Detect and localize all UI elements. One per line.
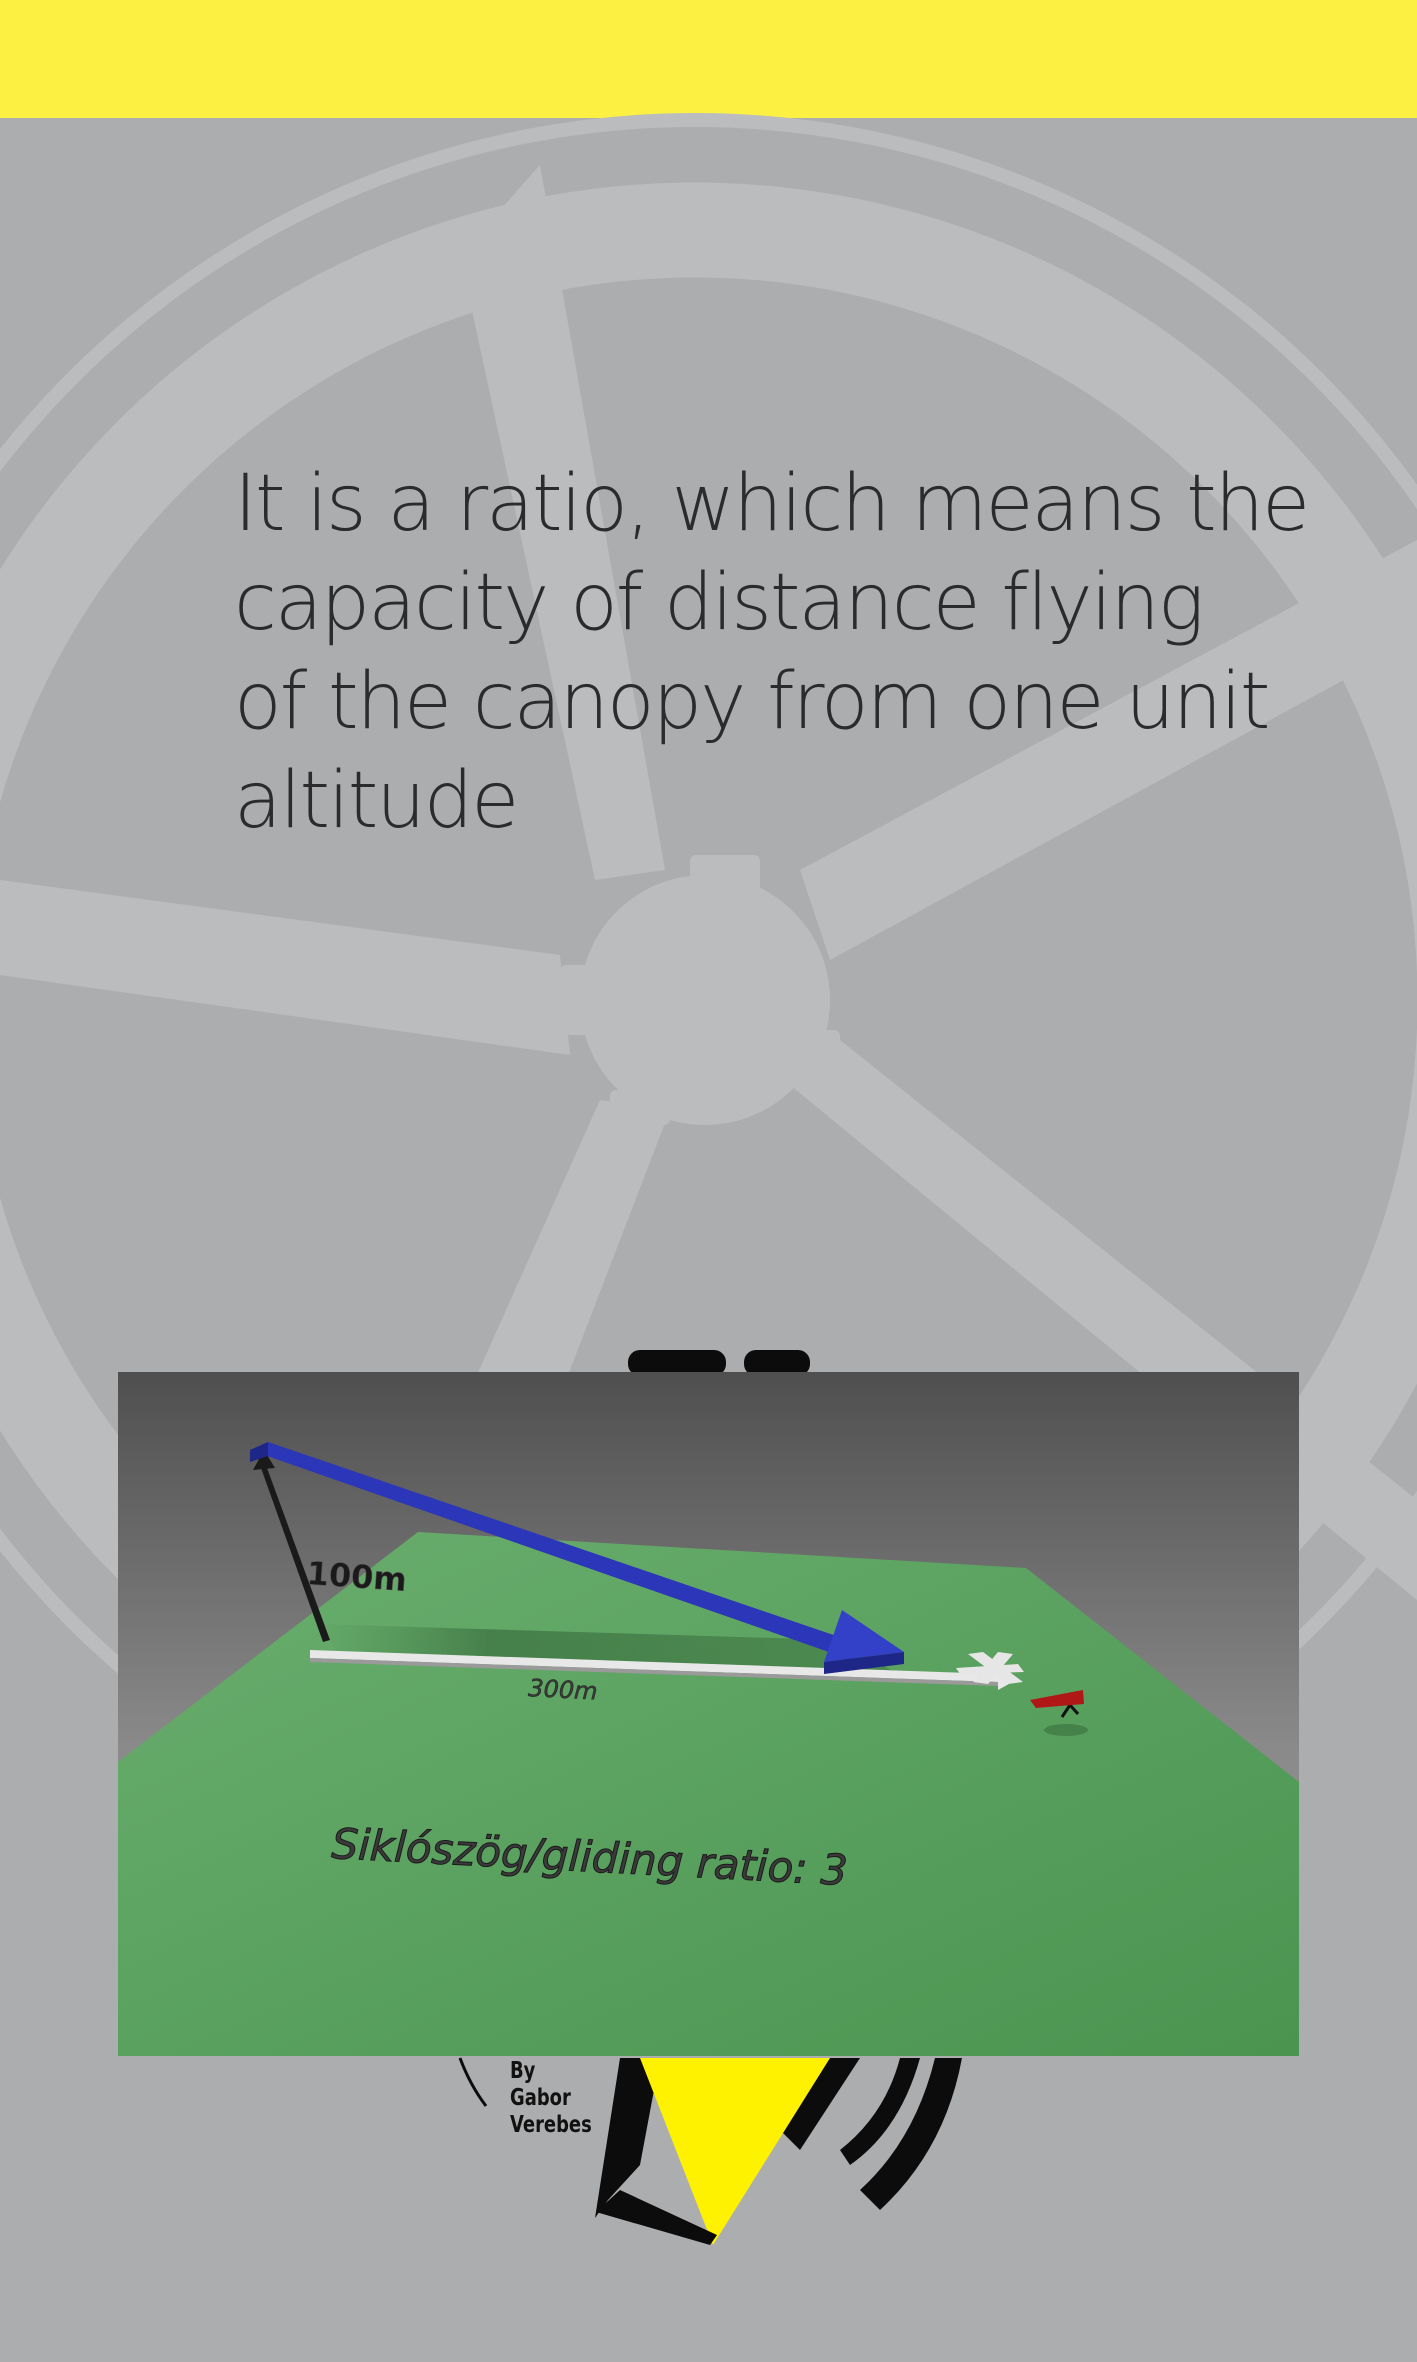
height-arrow bbox=[253, 1450, 330, 1642]
distance-label: 300m bbox=[528, 1674, 599, 1706]
top-yellow-band bbox=[0, 0, 1417, 118]
landing-cross-marker bbox=[956, 1652, 1024, 1684]
height-label: 100m bbox=[305, 1554, 408, 1599]
headline-line: altitude bbox=[234, 756, 519, 846]
glide-path-arrow bbox=[250, 1442, 904, 1674]
credit-line: By bbox=[510, 2058, 536, 2084]
credit-line: Verebes bbox=[510, 2112, 592, 2138]
gliding-ratio-illustration: 100m 300m Siklószög/gliding ratio: 3 bbox=[118, 1372, 1299, 2056]
headline-text: It is a ratio, which means the capacity … bbox=[234, 455, 1310, 851]
logo-bottom-emblem bbox=[458, 2057, 962, 2245]
headline-line: capacity of distance flying bbox=[234, 558, 1205, 648]
headline-line: It is a ratio, which means the bbox=[234, 459, 1310, 549]
credit-line: Gabor bbox=[510, 2085, 571, 2111]
headline-line: of the canopy from one unit bbox=[234, 657, 1270, 747]
windsock-icon bbox=[1030, 1690, 1088, 1736]
author-credit: By Gabor Verebes bbox=[510, 2058, 592, 2139]
logo-top-bar-right bbox=[744, 1350, 810, 1376]
logo-top-bar-left bbox=[628, 1350, 726, 1376]
